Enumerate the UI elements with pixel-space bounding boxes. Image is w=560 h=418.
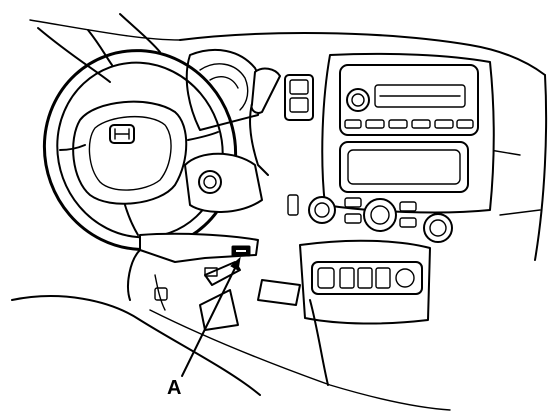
audio-button-5 [434,119,454,129]
floor-line-inner [149,309,451,411]
audio-volume-knob [346,88,370,112]
lower-dash-line [127,249,141,301]
ignition-switch-inner [203,175,217,189]
a-pillar-line-3 [119,13,161,53]
climate-button-1 [344,197,362,208]
audio-button-2 [365,119,385,129]
door-panel-line [154,274,166,311]
climate-button-3 [399,201,417,212]
gauge-ring-1 [199,63,249,111]
climate-knob-center-inner [370,205,390,225]
a-pillar-line-1 [37,27,111,83]
climate-knob-center [363,198,397,232]
emblem-h [114,128,130,140]
hub-inner [88,115,172,191]
audio-button-4 [411,119,431,129]
callout-label-a: A [167,377,182,399]
climate-knob-left-inner [314,202,330,218]
steering-column-shroud [184,152,263,213]
data-link-connector-face [234,248,248,254]
audio-button-1 [344,119,362,129]
floor-line-left [11,295,261,396]
climate-button-4 [399,217,417,228]
a-pillar-line-2 [87,29,113,66]
climate-knob-right [423,213,453,243]
brake-pedal [257,279,301,306]
lower-switch-3 [357,267,373,289]
knee-bolster [139,232,259,263]
spoke-right [187,131,219,141]
lower-switch-1 [317,267,335,289]
audio-unit [339,64,479,136]
dash-right-edge [534,74,548,261]
dash-top-edge [179,32,546,76]
climate-knob-left [308,196,336,224]
audio-button-3 [388,119,408,129]
lower-switch-4 [375,267,391,289]
audio-display [374,84,466,108]
climate-button-2 [344,213,362,224]
dash-right-face [489,149,541,216]
ignition-switch [198,170,222,194]
steering-wheel-rim-inner [56,61,224,239]
gauge-ring-2 [209,76,239,89]
windshield-line [29,19,181,41]
spoke-bottom [124,204,139,236]
pedal-arm [204,261,241,286]
lower-switch-5 [395,268,415,288]
lower-switch-bank [311,261,423,295]
audio-volume-knob-inner [351,93,365,107]
console-side-line [309,299,329,386]
lower-console [299,239,431,325]
spoke-left [59,144,86,151]
lower-display [339,141,469,193]
lower-display-inner [347,149,461,185]
door-switch [154,287,168,301]
column-lever [250,67,281,114]
audio-button-6 [456,119,474,129]
lower-switch-2 [339,267,355,289]
callout-arrowhead [230,256,241,271]
floor-block [199,289,239,331]
steering-hub [72,100,188,205]
callout-leader-line [181,261,239,377]
switch-2 [289,97,309,113]
climate-knob-right-inner [429,219,447,237]
small-tab [204,267,218,277]
lever-stalk [249,103,269,176]
switch-1 [289,79,309,95]
hazard-switch [287,194,299,216]
